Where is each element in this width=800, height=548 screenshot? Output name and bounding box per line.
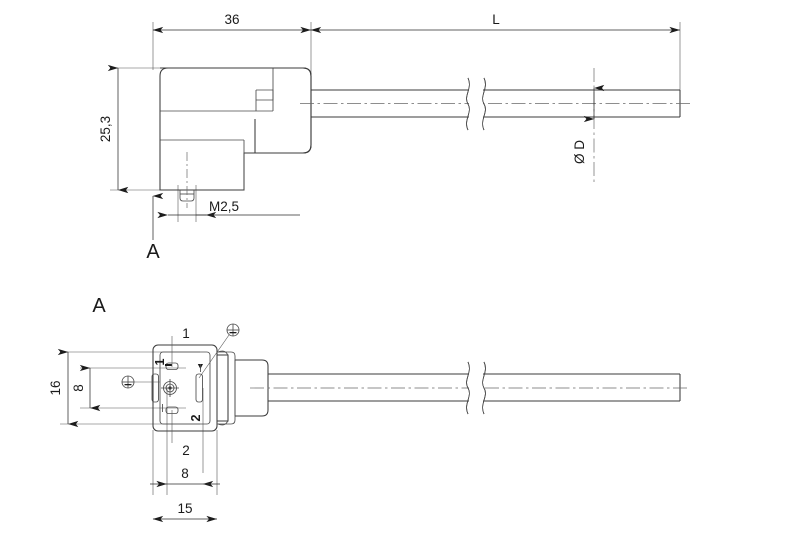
dimension-8-vertical: 8 xyxy=(71,364,101,412)
connector-front-body xyxy=(152,344,269,432)
dimension-36-label: 36 xyxy=(224,12,239,27)
contact-slot-left xyxy=(151,373,159,403)
connector-body-side xyxy=(159,67,312,191)
dimension-15-label: 15 xyxy=(177,501,192,516)
pin-1-label: 1 xyxy=(182,326,190,341)
dimension-8-vertical-label: 8 xyxy=(71,384,86,392)
cable-gland-side xyxy=(273,67,312,154)
front-view-extension-lines xyxy=(60,351,218,495)
dimension-25-3: 25,3 xyxy=(98,64,129,194)
dimension-16: 16 xyxy=(48,348,79,428)
dimension-15: 15 xyxy=(152,501,217,523)
dimension-M2-5: M2,5 xyxy=(157,199,300,219)
dimension-M2-5-label: M2,5 xyxy=(209,199,239,214)
section-arrow-a: A xyxy=(146,192,164,263)
dimension-25-3-label: 25,3 xyxy=(98,116,113,142)
cable-front xyxy=(250,361,690,415)
face-pin-1-label: 1 xyxy=(153,358,167,365)
pin-2-callout: 2 xyxy=(171,410,190,458)
earth-symbol-left xyxy=(121,375,160,389)
pin-2-label: 2 xyxy=(182,443,190,458)
face-pin-2-label: 2 xyxy=(189,414,203,421)
dimension-8-horizontal-label: 8 xyxy=(181,466,189,481)
earth-contact xyxy=(161,379,179,397)
section-arrow-a-label: A xyxy=(146,241,160,263)
polarity-mark-top-left xyxy=(165,364,172,366)
dimension-8-horizontal: 8 xyxy=(150,466,220,488)
view-title-a: A xyxy=(92,295,106,317)
cable-side xyxy=(300,77,690,131)
side-elevation-view: 36 L 25,3 xyxy=(98,12,690,263)
dimension-diameter-D-label: Ø D xyxy=(572,140,587,164)
earth-symbol-upper xyxy=(198,323,240,379)
pin-1-callout: 1 xyxy=(171,326,190,367)
contact-slot-right xyxy=(195,373,203,403)
polarity-mark-bottom-left xyxy=(162,404,168,414)
side-view-extension-lines xyxy=(110,22,681,222)
dimension-L-label: L xyxy=(492,12,500,27)
dimension-36: 36 xyxy=(152,12,311,34)
dimension-L: L xyxy=(310,12,680,34)
dimension-cable-diameter: Ø D xyxy=(572,68,605,182)
dimension-16-label: 16 xyxy=(48,380,63,395)
fixing-screw-m25 xyxy=(179,152,195,208)
section-a-front-view: A 16 8 xyxy=(48,295,690,523)
